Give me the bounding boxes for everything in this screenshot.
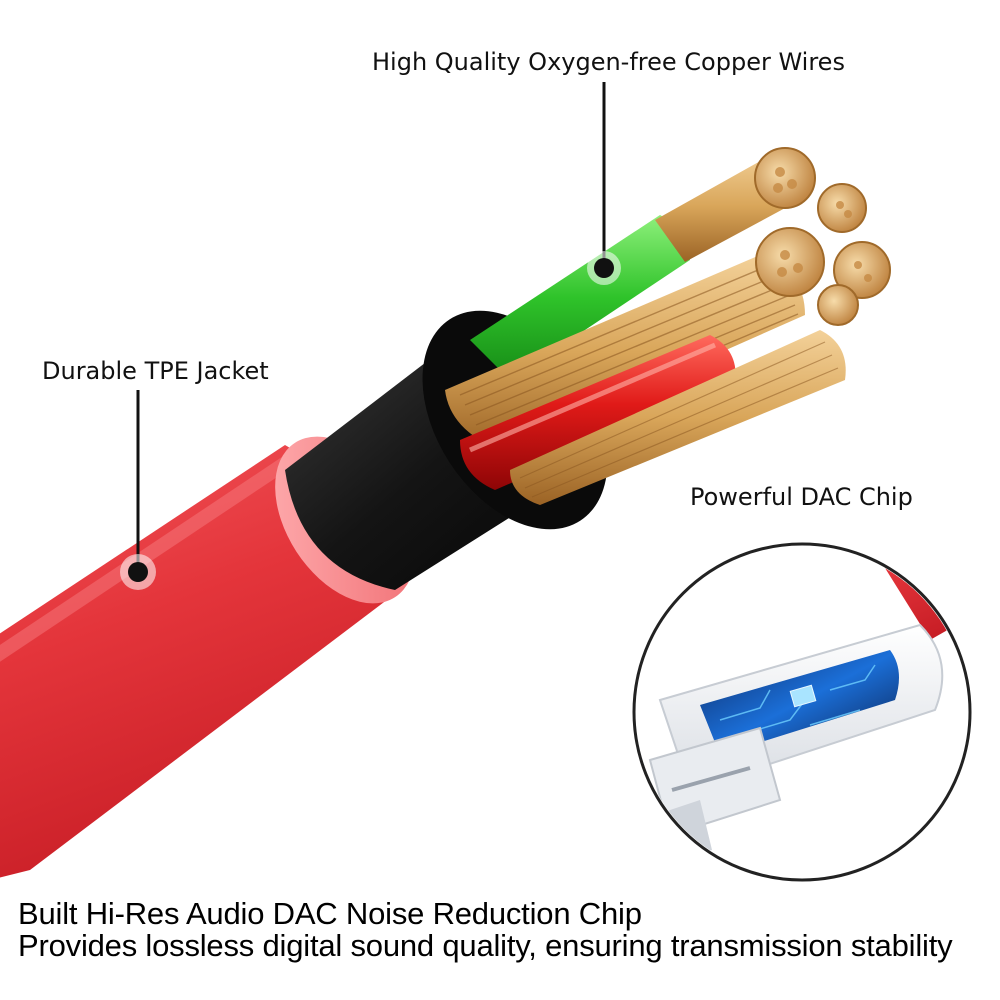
dac-chip-inset (632, 542, 972, 882)
copper-wires-label: High Quality Oxygen-free Copper Wires (372, 48, 845, 76)
dac-chip-label: Powerful DAC Chip (690, 483, 913, 511)
caption-line-1: Built Hi-Res Audio DAC Noise Reduction C… (18, 896, 642, 931)
strand-ends (754, 147, 891, 326)
caption-line-2: Provides lossless digital sound quality,… (18, 928, 953, 963)
red-wire (460, 335, 736, 490)
tpe-jacket-label: Durable TPE Jacket (42, 357, 269, 385)
lower-copper-bundle (510, 330, 846, 505)
callout-jacket (120, 390, 156, 590)
callout-copper (587, 82, 621, 285)
